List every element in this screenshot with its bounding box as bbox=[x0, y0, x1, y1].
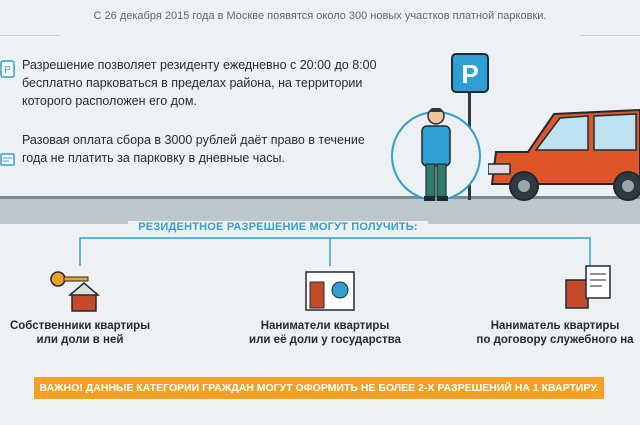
state-building-icon bbox=[305, 271, 355, 311]
category-service-tenant: Наниматель квартиры по договору служебно… bbox=[470, 319, 640, 347]
category-owners: Собственники квартиры или доли в ней bbox=[0, 319, 160, 347]
category-owners-line-2: или доли в ней bbox=[36, 334, 124, 346]
category-state-tenants-line-2: или её доли у государства bbox=[249, 334, 401, 346]
car-illustration bbox=[488, 108, 640, 201]
resident-illustration bbox=[391, 108, 481, 201]
contract-document-icon bbox=[565, 265, 611, 309]
info-paragraph-1: Разрешение позволяет резиденту ежедневно… bbox=[22, 58, 377, 108]
category-owners-line-1: Собственники квартиры bbox=[9, 320, 151, 332]
header-divider-right bbox=[580, 35, 640, 36]
parking-small-icon: P bbox=[0, 60, 15, 78]
card-small-icon bbox=[0, 153, 15, 166]
key-house-icon bbox=[50, 271, 101, 312]
category-service-tenant-line-1: Наниматель квартиры bbox=[490, 320, 620, 332]
header-divider-left bbox=[0, 35, 60, 36]
road bbox=[0, 198, 640, 224]
category-state-tenants: Наниматели квартиры или её доли у госуда… bbox=[235, 319, 415, 347]
category-connector-lines bbox=[79, 237, 591, 266]
categories-subtitle: РЕЗИДЕНТНОЕ РАЗРЕШЕНИЕ МОГУТ ПОЛУЧИТЬ: bbox=[128, 221, 428, 233]
header-text: С 26 декабря 2015 года в Москве появятся… bbox=[93, 10, 547, 22]
warning-banner: ВАЖНО! ДАННЫЕ КАТЕГОРИИ ГРАЖДАН МОГУТ ОФ… bbox=[34, 377, 604, 399]
category-state-tenants-line-1: Наниматели квартиры bbox=[260, 320, 390, 332]
category-service-tenant-line-2: по договору служебного на bbox=[476, 334, 634, 346]
info-paragraph-2: Разовая оплата сбора в 3000 рублей даёт … bbox=[22, 133, 365, 165]
parking-sign-letter: P bbox=[461, 59, 478, 89]
road-edge bbox=[0, 196, 640, 199]
svg-text:P: P bbox=[4, 65, 11, 76]
